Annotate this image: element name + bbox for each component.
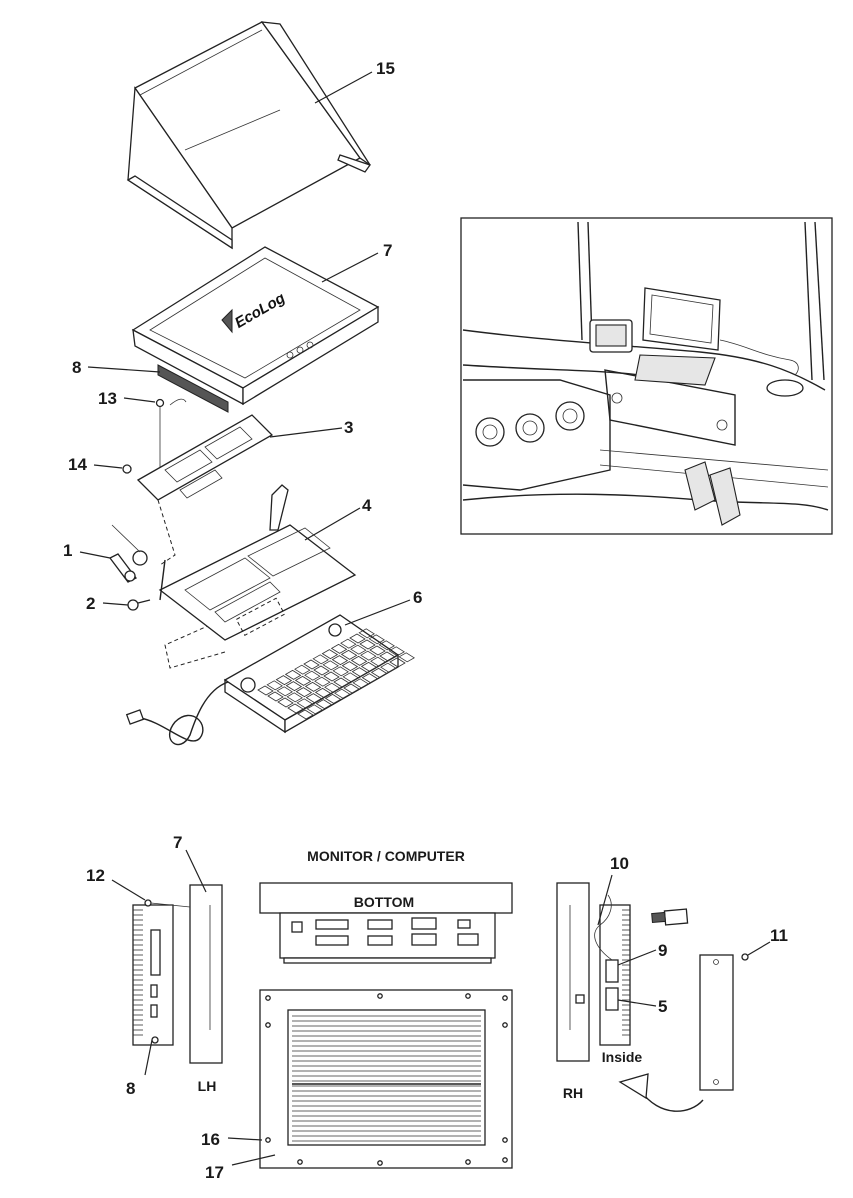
callout-17: 17 — [205, 1163, 224, 1182]
curved-arrow-icon — [618, 1073, 704, 1112]
connector-strip: 8 — [72, 358, 229, 413]
keyboard-keys — [257, 628, 415, 720]
cover-plate: 11 — [699, 926, 788, 1091]
screw-13: 13 — [98, 389, 187, 470]
callout-10: 10 — [610, 854, 629, 873]
heat-sink-fins — [292, 1015, 481, 1142]
callout-8: 8 — [72, 358, 81, 377]
callout-6: 6 — [413, 588, 422, 607]
label-lh: LH — [198, 1078, 217, 1094]
callout-5: 5 — [658, 997, 667, 1016]
mounting-holes — [265, 993, 508, 1166]
callout-9: 9 — [658, 941, 667, 960]
callout-8-lh: 8 — [126, 1079, 135, 1098]
bolt-2: 2 — [86, 594, 151, 613]
monitor-bottom-view: BOTTOM — [259, 882, 513, 964]
connector-ports — [291, 917, 479, 946]
callout-2: 2 — [86, 594, 95, 613]
callout-4: 4 — [362, 496, 372, 515]
callout-15: 15 — [376, 59, 395, 78]
right-fins — [622, 909, 630, 1036]
monitor-computer-top: EcoLog 7 — [131, 241, 392, 406]
label-monitor-computer: MONITOR / COMPUTER — [307, 848, 465, 864]
callout-11: 11 — [770, 926, 788, 945]
callout-12: 12 — [86, 866, 105, 885]
label-bottom: BOTTOM — [354, 894, 414, 910]
left-side-view: 12 7 8 LH — [86, 833, 223, 1098]
callout-1: 1 — [63, 541, 72, 560]
mounting-frame: 4 — [158, 484, 372, 641]
sun-shade-hood: 15 — [126, 21, 395, 250]
cab-inset-view — [460, 217, 833, 535]
label-rh: RH — [563, 1085, 583, 1101]
bracket-plate: 3 — [136, 414, 353, 501]
label-inside: Inside — [602, 1049, 643, 1065]
callout-14: 14 — [68, 455, 87, 474]
keyboard: 6 — [125, 588, 422, 746]
callout-16: 16 — [201, 1130, 220, 1149]
usb-stick — [651, 908, 689, 926]
knob-1: 1 — [63, 524, 148, 583]
callout-13: 13 — [98, 389, 117, 408]
callout-3: 3 — [344, 418, 353, 437]
callout-7: 7 — [383, 241, 392, 260]
left-fins — [133, 909, 143, 1036]
callout-7-lh: 7 — [173, 833, 182, 852]
right-side-view: 10 9 5 Inside RH — [556, 854, 667, 1101]
heat-sink-plate — [259, 989, 513, 1169]
nut-14: 14 — [68, 455, 132, 474]
